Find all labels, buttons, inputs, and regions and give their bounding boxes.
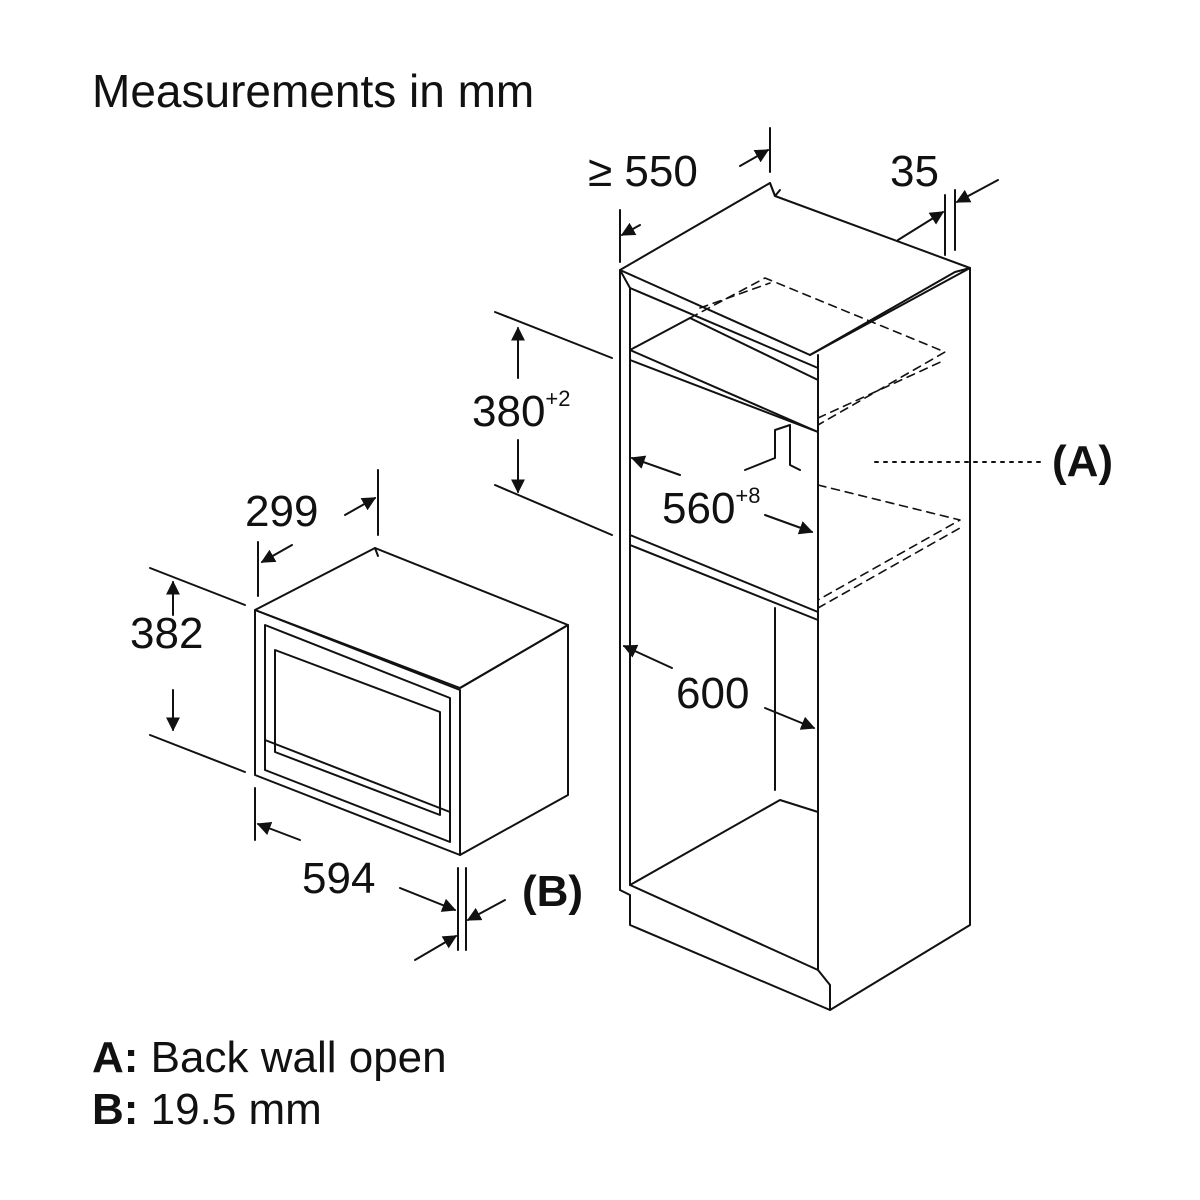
dim-niche-width-tolerance: +8: [735, 483, 761, 508]
legend-text-a: Back wall open: [150, 1033, 447, 1082]
vent-lines: [689, 277, 961, 609]
legend-item-b: B: 19.5 mm: [92, 1088, 322, 1132]
legend-item-a: A: Back wall open: [92, 1036, 447, 1080]
cabinet-dimension-lines: [494, 127, 999, 730]
dim-niche-width: 560+8: [662, 485, 761, 531]
legend-key-b: B:: [92, 1085, 139, 1134]
dim-niche-width-value: 560: [662, 484, 736, 533]
dim-niche-height-tolerance: +2: [545, 386, 571, 411]
dim-niche-height-value: 380: [472, 387, 546, 436]
dim-niche-height: 380+2: [472, 388, 571, 434]
dim-cabinet-width: 600: [676, 669, 750, 718]
page-title: Measurements in mm: [92, 65, 535, 117]
marker-b: (B): [522, 867, 584, 916]
legend-text-b: 19.5 mm: [150, 1085, 322, 1134]
dim-appliance-height: 382: [130, 609, 204, 658]
appliance: [254, 547, 569, 856]
marker-a: (A): [1052, 437, 1114, 486]
appliance-dimension-lines: [149, 469, 506, 961]
dim-cabinet-depth: ≥ 550: [588, 147, 698, 196]
dim-appliance-width: 594: [302, 854, 376, 903]
tall-cabinet: [619, 182, 971, 1011]
dim-side-gap: 35: [890, 147, 939, 196]
legend-key-a: A:: [92, 1033, 139, 1082]
dim-appliance-depth: 299: [245, 487, 319, 536]
